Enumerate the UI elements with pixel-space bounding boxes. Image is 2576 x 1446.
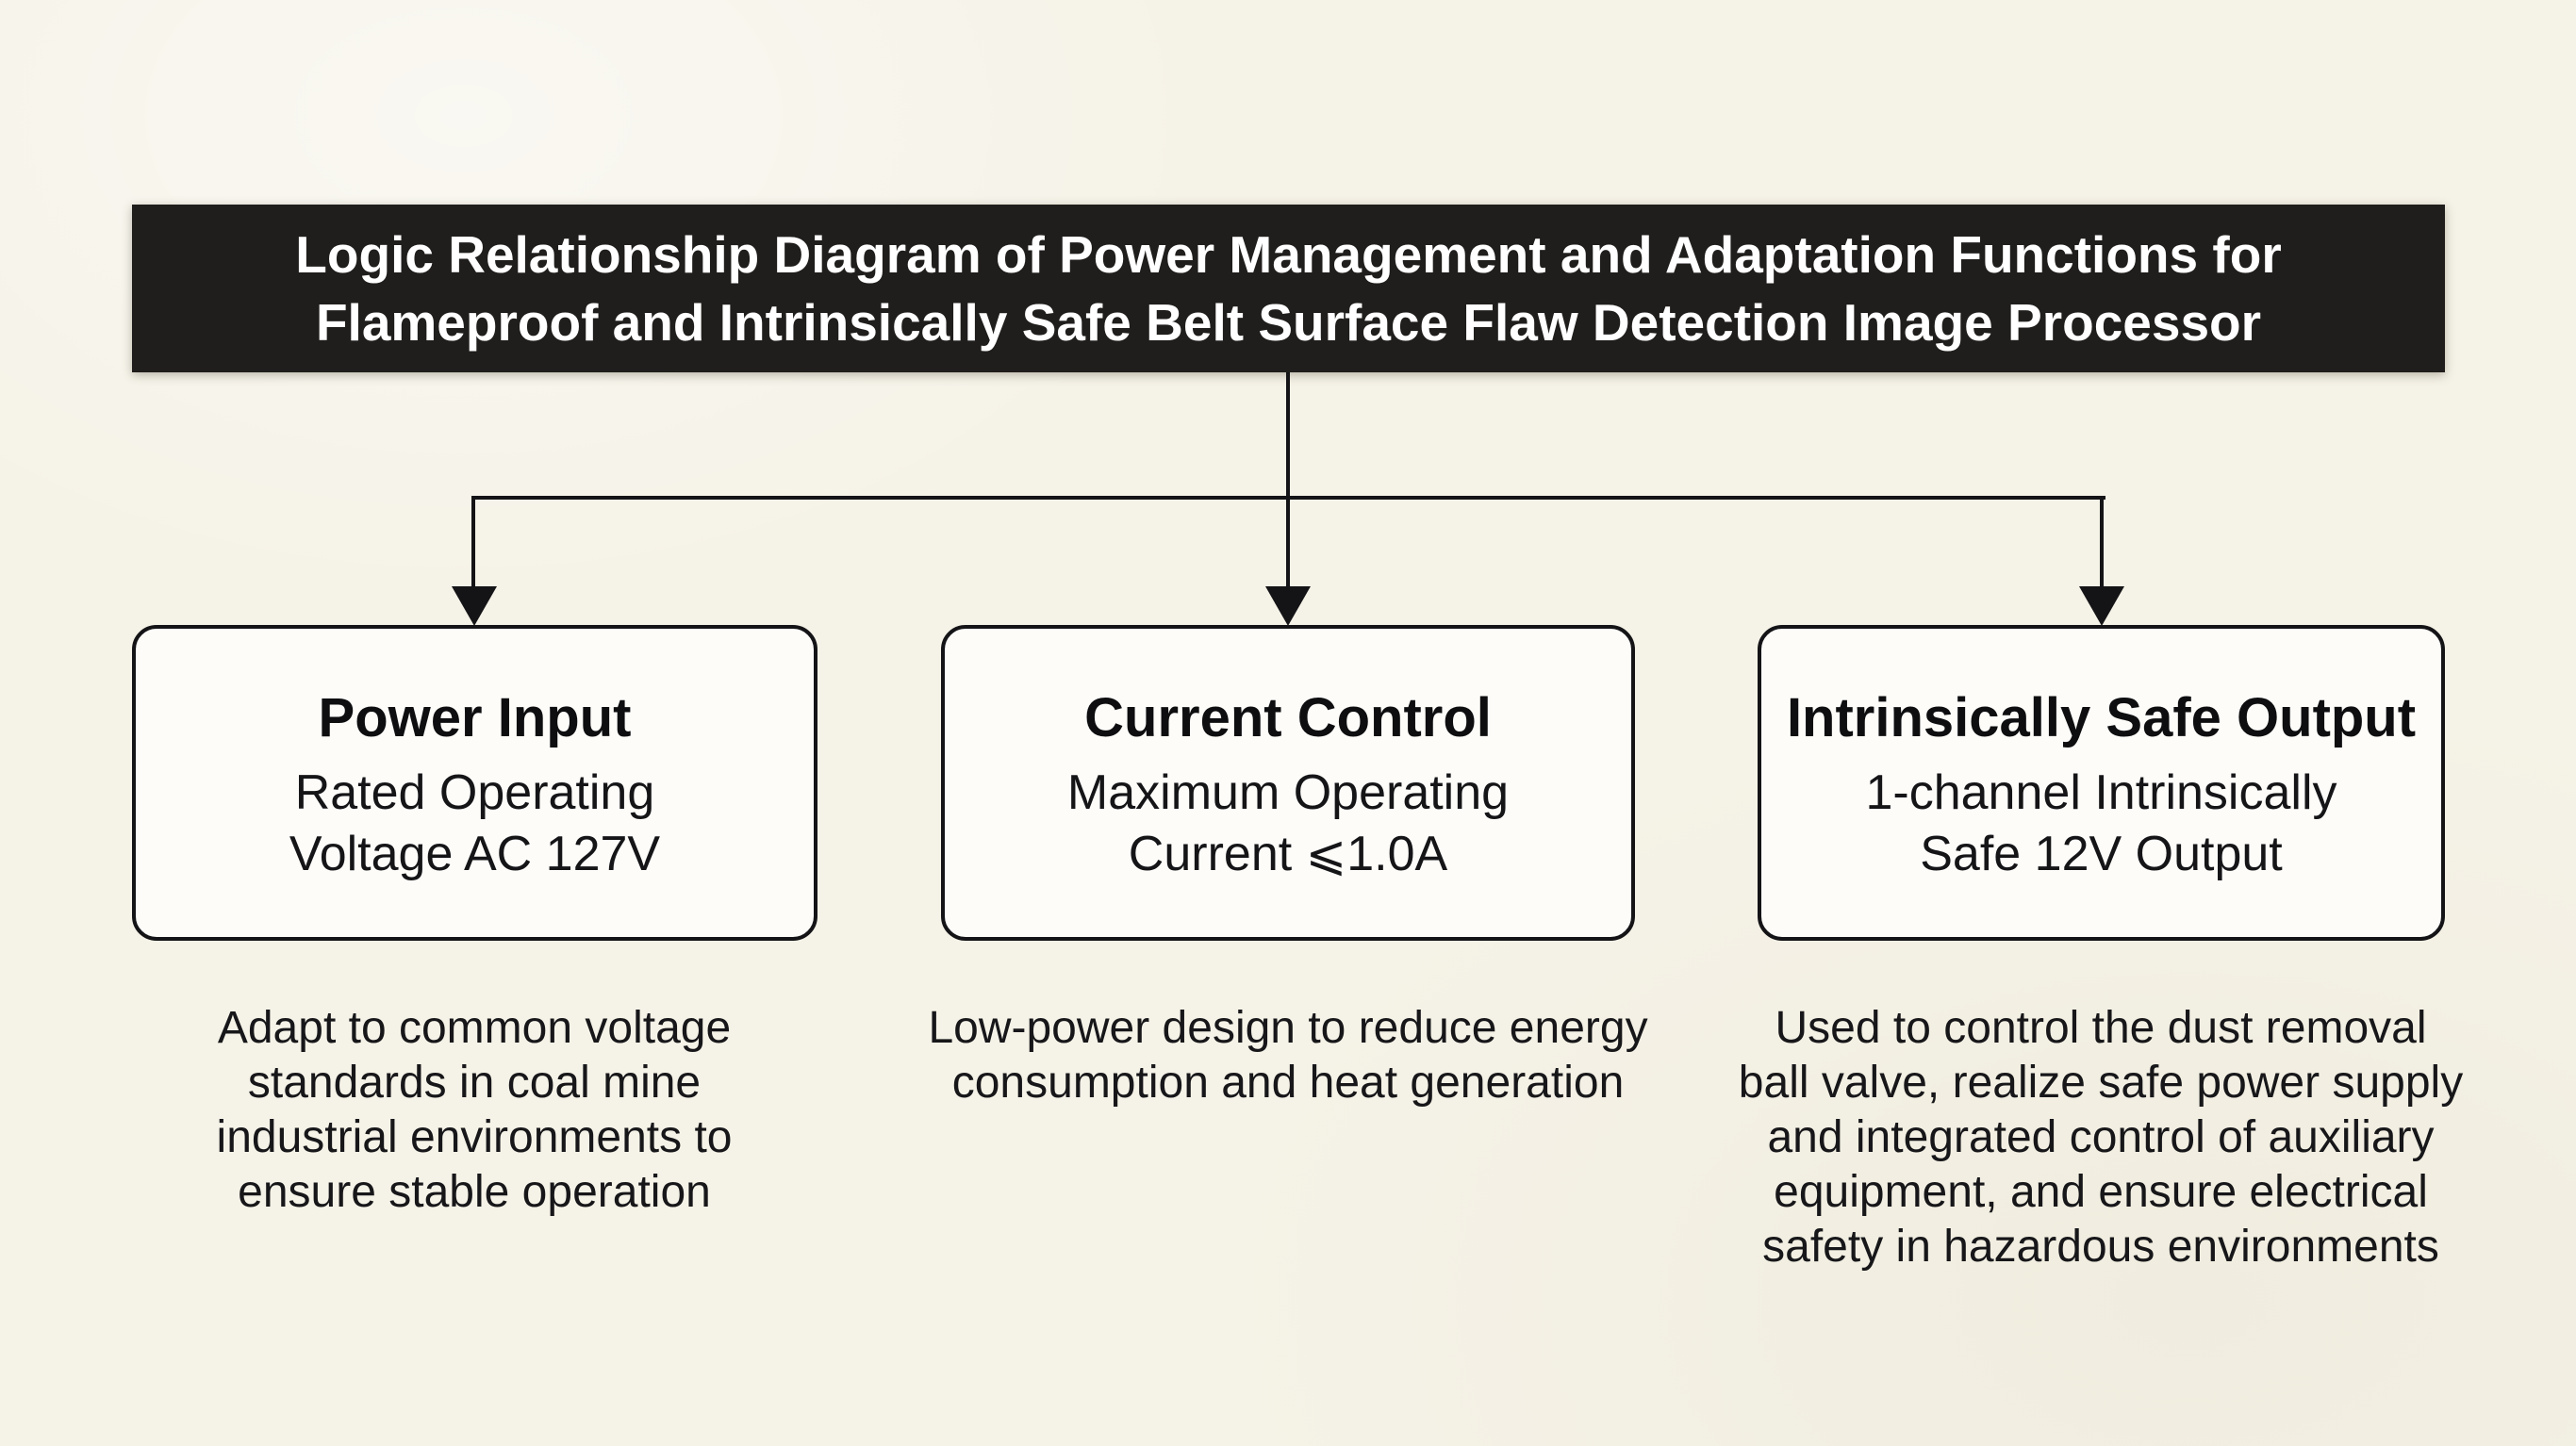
connector-rail <box>471 496 2105 500</box>
description-line: consumption and heat generation <box>951 1058 1625 1108</box>
node-subtitle: Rated Operating Voltage AC 127V <box>136 763 814 885</box>
node-subtitle: Maximum Operating Current ⩽1.0A <box>945 763 1631 885</box>
node-subtitle-line: 1-channel Intrinsically <box>1865 765 2337 820</box>
description-line: industrial environments to <box>216 1112 733 1162</box>
connector-drop-right <box>2100 496 2104 590</box>
description-line: Low-power design to reduce energy <box>928 1003 1648 1053</box>
description-line: equipment, and ensure electrical <box>1774 1167 2428 1217</box>
title-line-1: Logic Relationship Diagram of Power Mana… <box>295 225 2282 284</box>
node-subtitle-line: Safe 12V Output <box>1920 827 2283 881</box>
description-line: Adapt to common voltage <box>217 1003 732 1053</box>
node-title: Current Control <box>1084 687 1492 748</box>
description-line: ensure stable operation <box>238 1167 711 1217</box>
node-subtitle-line: Current ⩽1.0A <box>1128 827 1448 881</box>
node-description-current-control: Low-power design to reduce energy consum… <box>928 1001 1647 1110</box>
connector-stem-center <box>1286 372 1290 590</box>
node-subtitle: 1-channel Intrinsically Safe 12V Output <box>1761 763 2441 885</box>
node-subtitle-line: Rated Operating <box>294 765 655 820</box>
node-subtitle-line: Voltage AC 127V <box>289 827 661 881</box>
arrow-down-icon <box>1265 586 1311 626</box>
node-card-intrinsically-safe-output: Intrinsically Safe Output 1-channel Intr… <box>1758 625 2445 941</box>
node-description-intrinsically-safe-output: Used to control the dust removal ball va… <box>1739 1001 2463 1274</box>
connector-drop-left <box>471 496 475 590</box>
arrow-down-icon <box>2079 586 2124 626</box>
title-line-2: Flameproof and Intrinsically Safe Belt S… <box>315 293 2262 352</box>
description-line: safety in hazardous environments <box>1762 1222 2439 1272</box>
node-title: Intrinsically Safe Output <box>1786 687 2417 748</box>
description-line: Used to control the dust removal <box>1775 1003 2427 1053</box>
description-line: and integrated control of auxiliary <box>1767 1112 2435 1162</box>
node-card-power-input: Power Input Rated Operating Voltage AC 1… <box>132 625 817 941</box>
arrow-down-icon <box>452 586 497 626</box>
node-card-current-control: Current Control Maximum Operating Curren… <box>941 625 1635 941</box>
node-title: Power Input <box>318 687 632 748</box>
description-line: ball valve, realize safe power supply <box>1738 1058 2464 1108</box>
node-subtitle-line: Maximum Operating <box>1066 765 1510 820</box>
title-banner: Logic Relationship Diagram of Power Mana… <box>132 205 2445 372</box>
node-description-power-input: Adapt to common voltage standards in coa… <box>217 1001 733 1220</box>
description-line: standards in coal mine <box>247 1058 702 1108</box>
